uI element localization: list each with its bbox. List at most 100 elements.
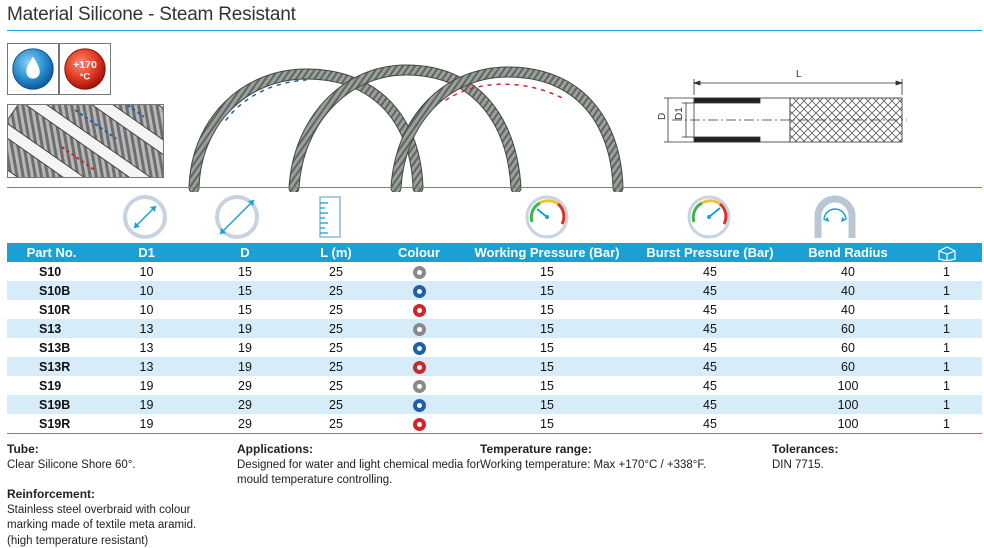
d1-value: 10 (139, 302, 154, 317)
burst-pressure-value: 45 (635, 357, 785, 376)
reinforcement-heading: Reinforcement: (7, 487, 96, 501)
applications-line-1: Designed for water and light chemical me… (237, 458, 480, 471)
temperature-text: Working temperature: Max +170°C / +338°F… (480, 458, 707, 471)
reinforcement-line-2: marking made of textile meta aramid. (7, 519, 197, 531)
blue-colour-dot-icon (412, 398, 426, 412)
bend-radius-value: 100 (785, 395, 911, 414)
reinforcement-line-1: Stainless steel overbraid with colour (7, 503, 191, 516)
length-value: 25 (293, 281, 379, 300)
part-no: S19R (39, 416, 71, 431)
working-pressure-value: 15 (540, 416, 554, 431)
working-pressure-value: 15 (459, 357, 635, 376)
length-value: 25 (329, 264, 343, 279)
header-package (911, 243, 982, 262)
part-no: S10R (39, 302, 71, 317)
header-burst-pressure: Burst Pressure (Bar) (635, 243, 785, 262)
colour-marker (379, 319, 459, 338)
d1-value: 10 (139, 264, 154, 279)
reinforcement-note: Reinforcement: Stainless steel overbraid… (7, 487, 196, 548)
outer-diameter-icon (215, 195, 259, 239)
d-value: 15 (238, 302, 252, 317)
working-pressure-value: 15 (459, 395, 635, 414)
part-no: S19B (7, 395, 96, 414)
d1-value: 13 (139, 340, 154, 355)
title-divider (7, 30, 982, 31)
d-value: 19 (238, 340, 252, 355)
pack-quantity: 1 (943, 378, 950, 393)
d1-value: 19 (139, 378, 154, 393)
tube-note: Tube: Clear Silicone Shore 60°. (7, 442, 136, 473)
d1-value: 13 (96, 357, 197, 376)
working-pressure-value: 15 (540, 264, 554, 279)
burst-pressure-value: 45 (703, 302, 717, 317)
reinforcement-line-3: (high temperature resistant) (7, 534, 149, 547)
part-no: S10 (39, 264, 62, 279)
blue-colour-dot-icon (412, 341, 426, 355)
d-value: 29 (238, 378, 252, 393)
length-label: L (796, 69, 802, 80)
d1-value: 13 (96, 319, 197, 338)
part-no: S13B (39, 340, 71, 355)
hose-dimension-drawing: L D D1 (657, 69, 907, 143)
tube-heading: Tube: (7, 442, 39, 456)
applications-heading: Applications: (237, 442, 314, 456)
length-value: 25 (293, 357, 379, 376)
burst-pressure-value: 45 (703, 416, 717, 431)
bend-radius-value: 40 (841, 302, 855, 317)
pack-quantity: 1 (911, 281, 982, 300)
pack-quantity: 1 (911, 395, 982, 414)
water-drop-icon (12, 48, 54, 90)
d1-value: 19 (139, 416, 154, 431)
inner-diameter-label: D1 (674, 107, 685, 120)
d-value: 15 (197, 281, 293, 300)
working-pressure-value: 15 (459, 319, 635, 338)
specification-table: Part No. D1 D L (m) Colour Working Press… (7, 243, 982, 433)
grey-colour-dot-icon (412, 379, 426, 393)
section-divider (7, 187, 982, 188)
bend-radius-value: 40 (841, 264, 855, 279)
tolerances-note: Tolerances: DIN 7715. (772, 442, 838, 473)
temperature-icon: +170 °C (64, 48, 106, 90)
length-value: 25 (329, 340, 343, 355)
coiled-hose-illustration (188, 64, 624, 192)
working-pressure-value: 15 (540, 340, 554, 355)
working-pressure-value: 15 (540, 302, 554, 317)
water-resistant-badge (7, 43, 59, 95)
length-value: 25 (329, 416, 343, 431)
page-title: Material Silicone - Steam Resistant (7, 4, 296, 25)
burst-pressure-value: 45 (635, 281, 785, 300)
header-d1: D1 (96, 243, 197, 262)
pack-quantity: 1 (943, 264, 950, 279)
colour-marker (379, 414, 459, 433)
length-value: 25 (293, 395, 379, 414)
red-colour-dot-icon (412, 303, 426, 317)
package-icon (937, 246, 956, 262)
table-header-row: Part No. D1 D L (m) Colour Working Press… (7, 243, 982, 262)
tube-text: Clear Silicone Shore 60°. (7, 458, 136, 471)
burst-pressure-value: 45 (703, 264, 717, 279)
part-no: S10B (7, 281, 96, 300)
temperature-value: +170 (73, 59, 97, 71)
d1-value: 19 (96, 395, 197, 414)
working-pressure-gauge-icon (525, 195, 569, 239)
grey-colour-dot-icon (412, 265, 426, 279)
pack-quantity: 1 (911, 319, 982, 338)
colour-marker (379, 281, 459, 300)
length-value: 25 (329, 302, 343, 317)
d-value: 29 (238, 416, 252, 431)
d-value: 29 (197, 395, 293, 414)
temperature-badge: +170 °C (59, 43, 111, 95)
hose-samples-photo (7, 104, 164, 178)
red-colour-dot-icon (412, 417, 426, 431)
header-d: D (197, 243, 293, 262)
length-ruler-icon (319, 196, 341, 238)
temperature-unit: °C (80, 72, 91, 83)
